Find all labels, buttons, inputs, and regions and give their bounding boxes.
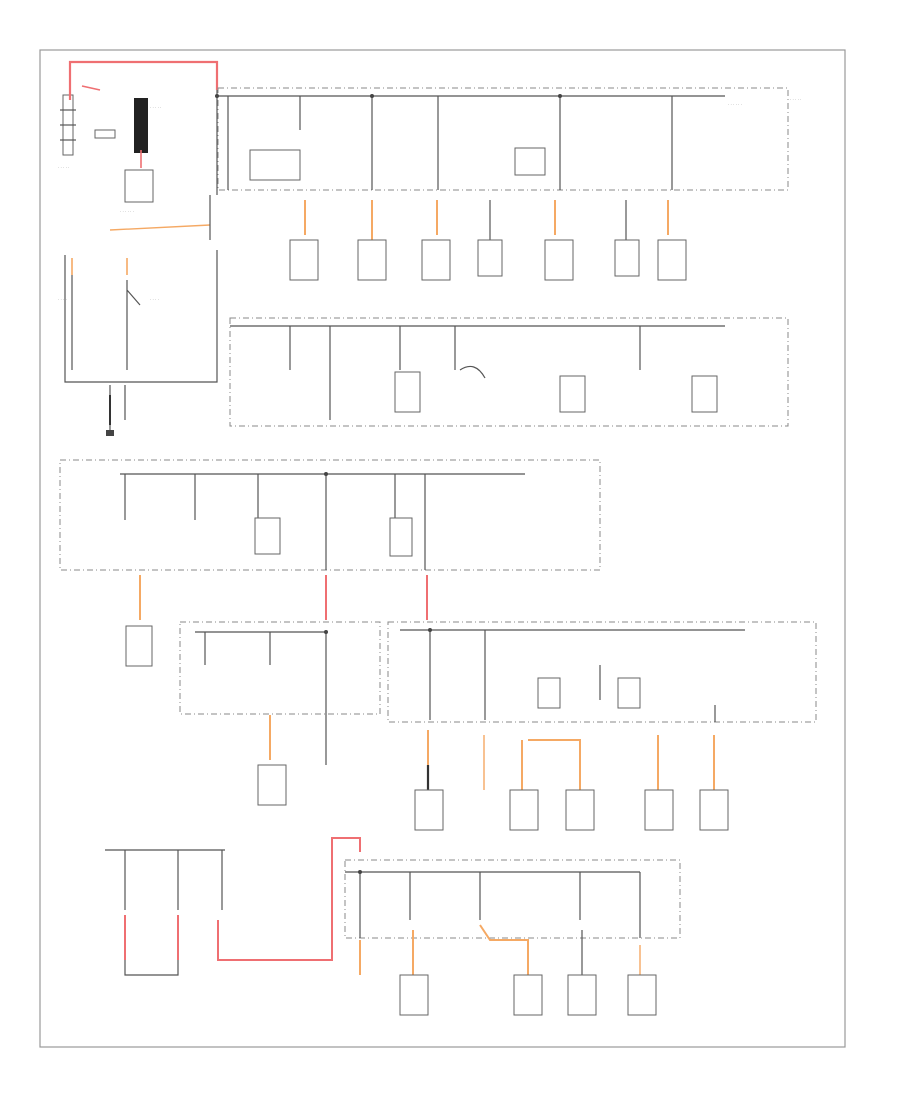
bottom-right-drops	[359, 924, 657, 1016]
generator-orange-feed	[109, 224, 211, 231]
bottom-left-module	[105, 849, 225, 976]
svg-text:. . . . .: . . . . .	[58, 164, 69, 169]
left-module-border	[64, 250, 218, 383]
battery-red-cable	[68, 60, 219, 100]
diagram-frame	[39, 49, 846, 1048]
under-dash-fuses	[124, 474, 426, 570]
top-row-fuses	[227, 96, 673, 190]
bottom-right-fuses	[359, 872, 641, 938]
svg-text:. . . . . .: . . . . . .	[120, 208, 134, 213]
bottom-right-fuse-block	[344, 859, 681, 939]
middle-left-module	[179, 621, 381, 715]
underhood-fuse-block-top	[217, 87, 789, 191]
second-row-fuses	[289, 326, 718, 420]
svg-text:. . . . .: . . . . .	[790, 96, 801, 101]
svg-text:. . . .: . . . .	[58, 296, 67, 301]
svg-text:. . . . .: . . . . .	[150, 104, 161, 109]
junction-dots	[215, 94, 562, 874]
generator-box	[124, 169, 154, 203]
starter-motor	[94, 129, 116, 139]
mid-right-drops	[414, 730, 729, 831]
battery-red-cable-2	[81, 85, 101, 91]
svg-text:. . . .: . . . .	[150, 296, 159, 301]
bottom-red-cable	[217, 837, 361, 961]
top-drops	[289, 200, 687, 281]
middle-right-module	[387, 621, 817, 723]
underhood-fuse-block-second	[229, 317, 789, 427]
under-dash-fuse-block	[59, 459, 601, 571]
starter-solenoid	[134, 98, 148, 153]
battery-generator-group: . . . . . . . . . . . . . . . .	[58, 94, 161, 213]
svg-text:. . . . . .: . . . . . .	[728, 101, 742, 106]
